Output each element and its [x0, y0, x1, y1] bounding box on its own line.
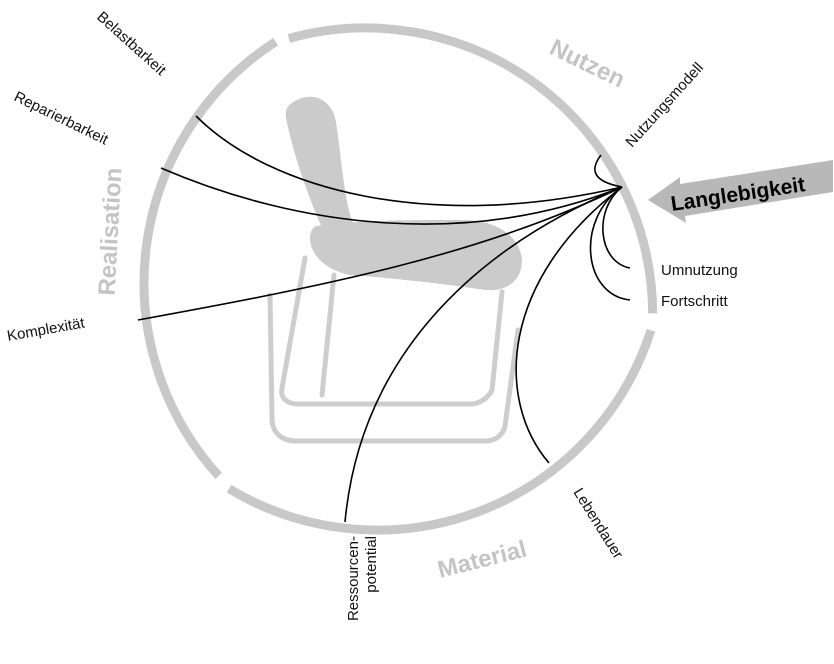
factor-label-belastbarkeit: Belastbarkeit [93, 8, 169, 79]
factor-label-ressourcen-line2: potential [363, 536, 380, 593]
chair-frame-back [270, 295, 518, 441]
chair-illustration [270, 97, 522, 441]
factor-label-reparierbarkeit: Reparierbarkeit [11, 88, 111, 149]
category-label-realisation: Realisation [94, 167, 128, 296]
factor-label-lebendauer: Lebendauer [570, 485, 627, 562]
factor-label-fortschritt: Fortschritt [661, 293, 729, 310]
factor-label-nutzungsmodell: Nutzungsmodell [622, 59, 707, 150]
factor-label-umnutzung: Umnutzung [661, 262, 738, 279]
chair-frame-rail [322, 275, 334, 395]
line-fortschritt [590, 187, 630, 300]
factor-label-komplexitaet: Komplexität [6, 314, 87, 344]
category-label-material: Material [435, 536, 530, 584]
line-reparierbarkeit [161, 168, 622, 224]
factor-label-ressourcen-line1: Ressourcen- [345, 536, 362, 621]
category-label-nutzen: Nutzen [545, 34, 629, 93]
line-belastbarkeit [196, 116, 622, 206]
ring-arc-realisation [144, 42, 276, 476]
